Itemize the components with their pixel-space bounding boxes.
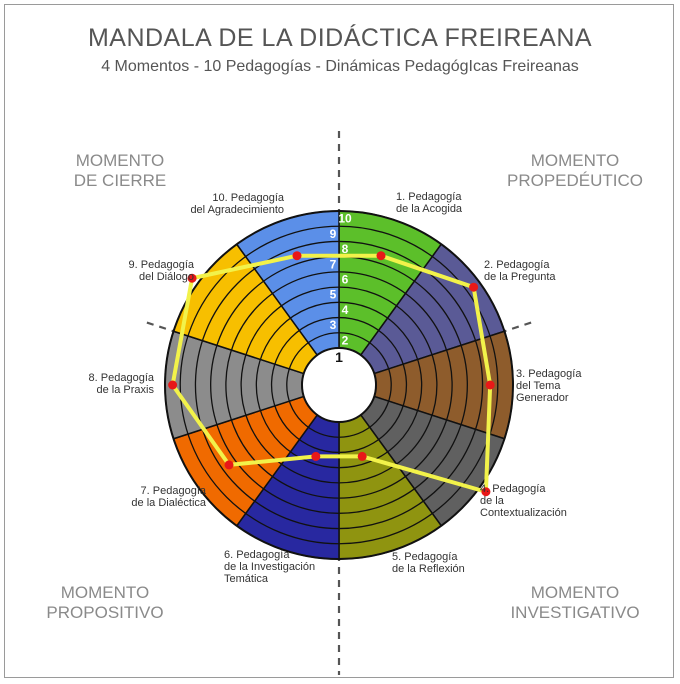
center-circle: [301, 347, 377, 423]
label-pedagogia-6-line: 6. Pedagogía: [224, 549, 290, 561]
profile-point-4: [481, 487, 491, 497]
ring-number-6: 6: [342, 273, 349, 287]
moment-cierre-line-2: DE CIERRE: [73, 171, 167, 190]
ring-number-10: 10: [338, 212, 352, 226]
label-pedagogia-3-line: del Tema: [516, 380, 561, 392]
label-pedagogia-8-line: 8. Pedagogía: [89, 372, 155, 384]
moment-propositivo: MOMENTO PROPOSITIVO: [30, 583, 180, 623]
profile-point-5: [357, 451, 367, 461]
profile-point-9: [187, 273, 197, 283]
outer-ring: [164, 210, 514, 560]
moment-cierre-line-1: MOMENTO: [75, 151, 165, 170]
ring-number-1: 1: [335, 349, 343, 365]
label-pedagogia-7-line: 7. Pedagogía: [141, 485, 207, 497]
label-pedagogia-8-line: de la Praxis: [97, 384, 155, 396]
profile-point-8: [168, 380, 178, 390]
profile-point-1: [376, 251, 386, 261]
profile-point-2: [469, 282, 479, 292]
label-pedagogia-9-line: 9. Pedagogía: [129, 259, 195, 271]
ring-number-5: 5: [330, 288, 337, 302]
moment-investigativo: MOMENTO INVESTIGATIVO: [490, 583, 660, 623]
label-pedagogia-9-line: del Diálogo: [139, 271, 194, 283]
label-pedagogia-2-line: 2. Pedagogía: [484, 259, 550, 271]
diagram-subtitle: 4 Momentos - 10 Pedagogías - Dinámicas P…: [101, 58, 579, 75]
profile-point-10: [292, 251, 302, 261]
ring-line: [179, 225, 499, 545]
ring-line: [225, 271, 453, 499]
moment-propedeutico-line-1: MOMENTO: [530, 151, 620, 170]
ring-number-3: 3: [330, 318, 337, 332]
ring-number-8: 8: [342, 242, 349, 256]
label-pedagogia-2-line: de la Pregunta: [484, 271, 556, 283]
label-pedagogia-4-line: 4. Pedagogía: [480, 483, 546, 495]
moment-investigativo-line-1: MOMENTO: [530, 583, 620, 602]
ring-number-4: 4: [342, 303, 349, 317]
profile-point-7: [224, 460, 234, 470]
label-pedagogia-6-line: Temática: [224, 573, 269, 585]
moment-cierre: MOMENTO DE CIERRE: [60, 151, 180, 191]
label-pedagogia-4-line: de la: [480, 495, 505, 507]
ring-line: [255, 301, 423, 469]
label-pedagogia-1-line: de la Acogida: [396, 203, 463, 215]
ring-line: [240, 286, 438, 484]
ring-line: [194, 240, 484, 530]
profile-point-3: [485, 380, 495, 390]
label-pedagogia-7-line: de la Dialéctica: [131, 497, 206, 509]
label-pedagogia-10-line: del Agradecimiento: [190, 204, 284, 216]
moment-propositivo-line-1: MOMENTO: [60, 583, 150, 602]
diagram-title: MANDALA DE LA DIDÁCTICA FREIREANA: [87, 24, 593, 52]
label-pedagogia-5-line: de la Reflexión: [392, 563, 465, 575]
moment-investigativo-line-2: INVESTIGATIVO: [510, 603, 640, 622]
label-pedagogia-4-line: Contextualización: [480, 507, 567, 519]
label-pedagogia-3-line: Generador: [516, 392, 569, 404]
moment-propedeutico-line-2: PROPEDÉUTICO: [506, 171, 644, 190]
ring-line: [286, 332, 392, 438]
moment-propositivo-line-2: PROPOSITIVO: [46, 603, 164, 622]
moment-propedeutico: MOMENTO PROPEDÉUTICO: [490, 151, 660, 191]
profile-point-6: [311, 451, 321, 461]
label-pedagogia-10-line: 10. Pedagogía: [212, 192, 284, 204]
ring-number-2: 2: [342, 333, 349, 347]
ring-line: [270, 316, 408, 454]
label-pedagogia-1-line: 1. Pedagogía: [396, 191, 462, 203]
label-pedagogia-5-line: 5. Pedagogía: [392, 551, 458, 563]
label-pedagogia-6-line: de la Investigación: [224, 561, 315, 573]
ring-number-9: 9: [330, 227, 337, 241]
label-pedagogia-3-line: 3. Pedagogía: [516, 368, 582, 380]
ring-number-7: 7: [330, 257, 337, 271]
